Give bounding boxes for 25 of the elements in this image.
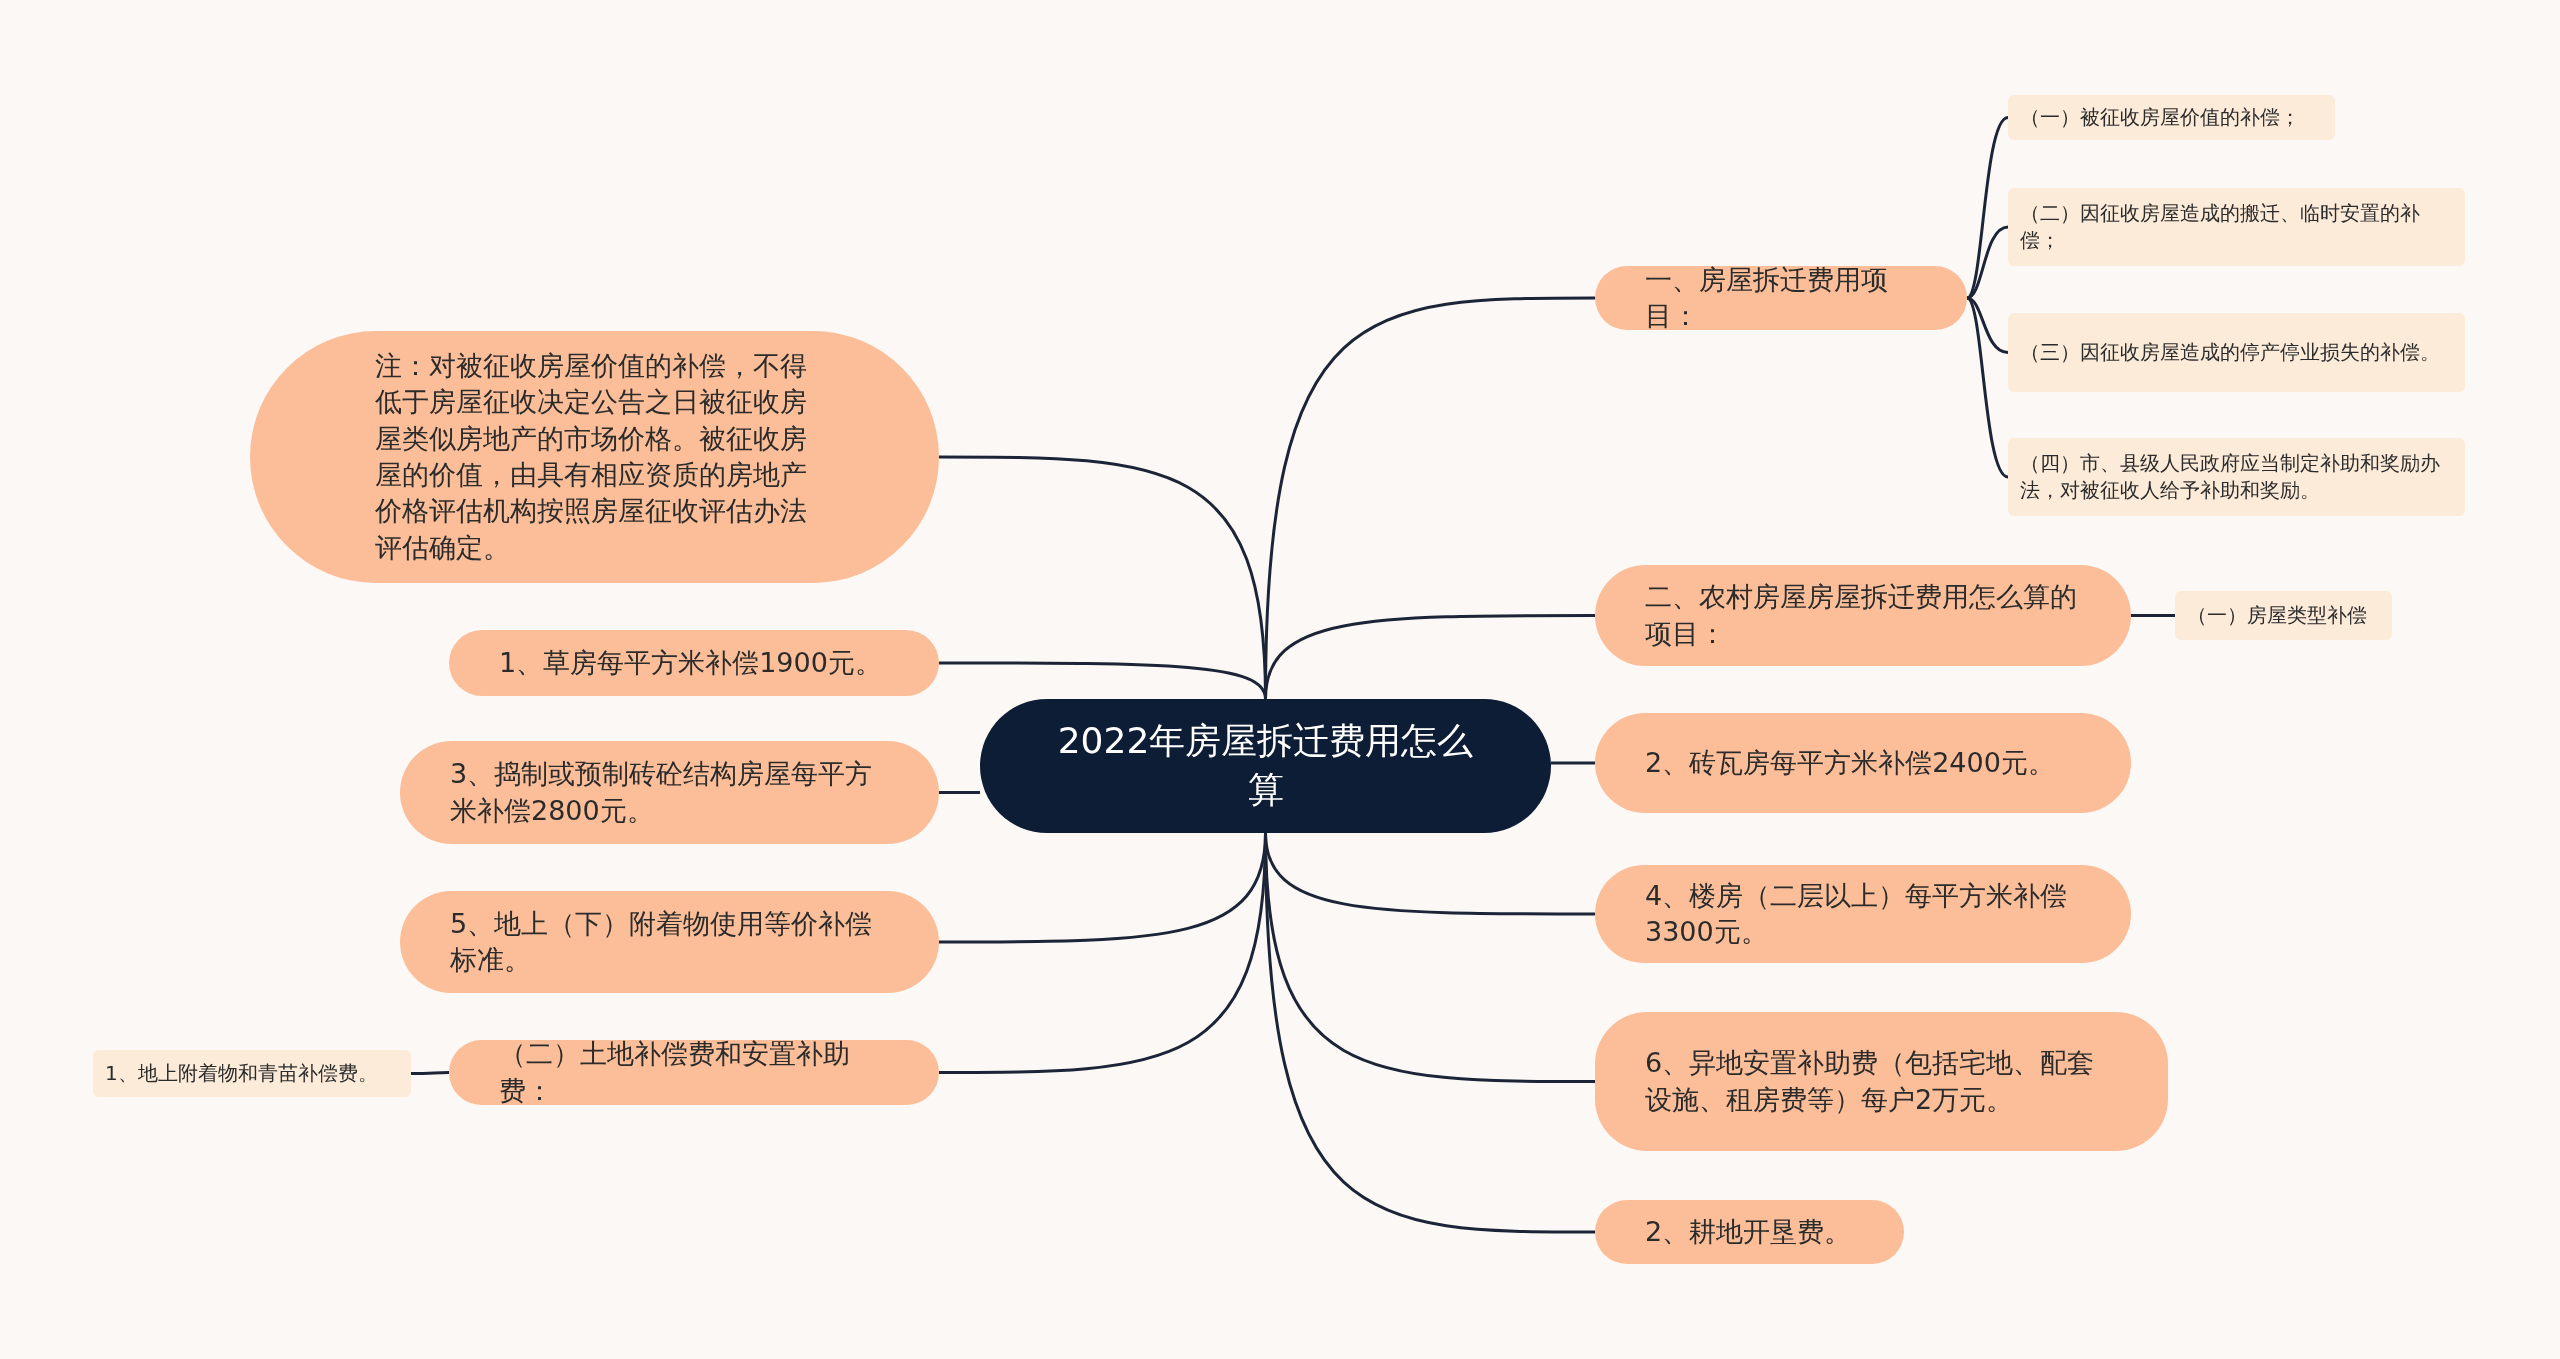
subtopic-box: （四）市、县级人民政府应当制定补助和奖励办法，对被征收人给予补助和奖励。 — [2008, 438, 2465, 516]
connector-line — [2131, 614, 2175, 617]
topic-box: 2、砖瓦房每平方米补偿2400元。 — [1595, 713, 2131, 813]
topic-box: 4、楼房（二层以上）每平方米补偿3300元。 — [1595, 865, 2131, 963]
note-box: 注：对被征收房屋价值的补偿，不得低于房屋征收决定公告之日被征收房屋类似房地产的市场价格。被征收房屋的价值，由具有相应资质的房地产价格评估机构按照房屋征收评估办法评估确定。 — [250, 331, 939, 583]
topic-box: 1、草房每平方米补偿1900元。 — [449, 630, 939, 696]
topic-box: 2、耕地开垦费。 — [1595, 1200, 1904, 1264]
topic-box: （二）土地补偿费和安置补助费： — [449, 1040, 939, 1105]
central-topic: 2022年房屋拆迁费用怎么算 — [980, 699, 1551, 833]
topic-box: 二、农村房屋房屋拆迁费用怎么算的项目： — [1595, 565, 2131, 666]
topic-box: 5、地上（下）附着物使用等价补偿标准。 — [400, 891, 939, 993]
connector-line — [1551, 761, 1595, 765]
subtopic-box: （三）因征收房屋造成的停产停业损失的补偿。 — [2008, 313, 2465, 392]
topic-box: 3、捣制或预制砖砼结构房屋每平方米补偿2800元。 — [400, 741, 939, 844]
connector-line — [939, 661, 1267, 700]
subtopic-box: （一）房屋类型补偿 — [2175, 591, 2392, 640]
connector-line — [411, 1071, 449, 1075]
connector-line — [1965, 296, 2009, 479]
connector-line — [939, 832, 1267, 1074]
topic-box: 一、房屋拆迁费用项目： — [1595, 266, 1967, 330]
subtopic-box: （二）因征收房屋造成的搬迁、临时安置的补偿； — [2008, 188, 2465, 266]
connector-line — [939, 791, 980, 794]
subtopic-box: （一）被征收房屋价值的补偿； — [2008, 95, 2335, 140]
topic-box: 6、异地安置补助费（包括宅地、配套设施、租房费等）每户2万元。 — [1595, 1012, 2168, 1151]
subtopic-box: 1、地上附着物和青苗补偿费。 — [93, 1050, 411, 1097]
